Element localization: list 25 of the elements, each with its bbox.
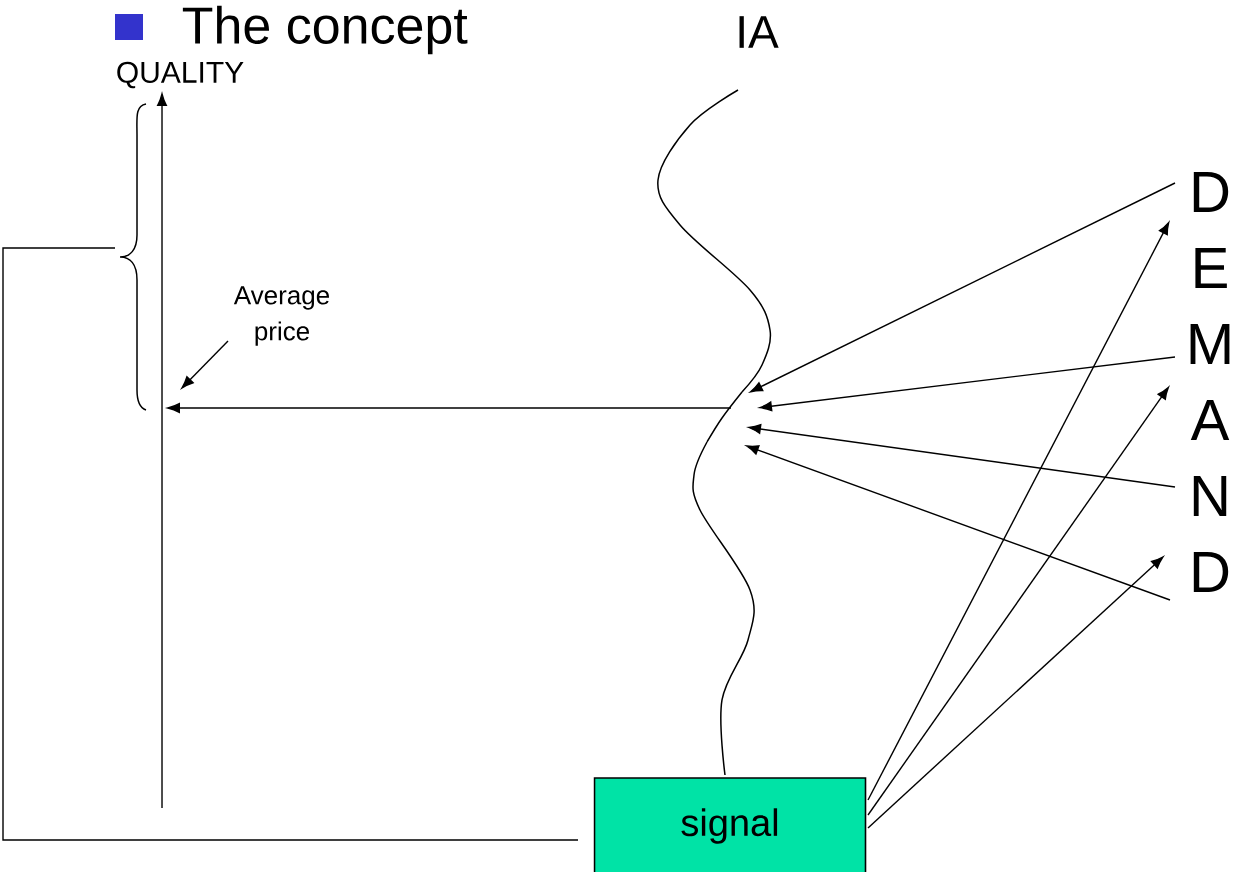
letter: M: [1190, 324, 1230, 364]
curve-label: IA: [739, 16, 779, 48]
wavy-curve: [706, 391, 743, 443]
curve-line: [692, 441, 755, 776]
letter: D: [1193, 172, 1229, 212]
arrow: [867, 556, 1164, 829]
arrow: [867, 386, 1169, 816]
curly-brace: [119, 103, 147, 411]
arrow: [748, 424, 1176, 488]
annotation-text: Average price: [233, 286, 329, 346]
arrow: [749, 182, 1176, 393]
leader-arrow: [181, 340, 229, 389]
letter: A: [1190, 400, 1230, 440]
letter: N: [1193, 476, 1227, 516]
letter: D: [1193, 552, 1229, 592]
title: The concept: [182, 5, 468, 55]
axis-label: QUALITY: [117, 61, 244, 89]
arrow: [759, 356, 1176, 412]
letter: E: [1195, 248, 1227, 288]
axis-arrow: [157, 93, 167, 809]
connector-line: [2, 247, 579, 841]
arrow: [867, 221, 1170, 801]
arrow: [746, 445, 1171, 601]
arrow: [167, 403, 732, 413]
signal-box: signal: [593, 777, 867, 872]
